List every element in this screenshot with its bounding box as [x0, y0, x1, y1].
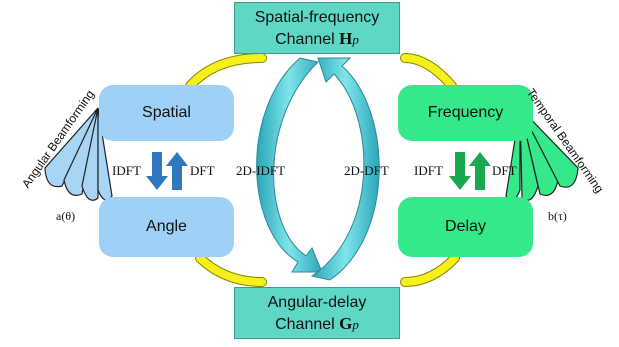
h-subscript: p — [352, 31, 359, 47]
angle-domain-box: Angle — [99, 197, 234, 257]
spatial-frequency-channel-box: Spatial-frequency Channel Hp — [234, 2, 400, 54]
center-2d-dft-label: 2D-DFT — [344, 163, 389, 178]
center-2d-idft-label: 2D-IDFT — [236, 163, 286, 178]
angular-beam-fan — [44, 107, 113, 201]
dft-2d-curved-arrow — [310, 57, 380, 281]
spatial-domain-box: Spatial — [99, 85, 234, 141]
g-subscript: p — [352, 316, 359, 332]
g-symbol: G — [339, 313, 353, 333]
angular-delay-channel-box: Angular-delay Channel Gp — [234, 287, 400, 339]
delay-domain-box: Delay — [398, 197, 533, 257]
steering-vector-b: b(τ) — [548, 209, 567, 223]
left-idft-label: IDFT — [112, 163, 141, 178]
spatial-frequency-title: Spatial-frequency — [254, 8, 380, 26]
angular-delay-title: Angular-delay — [267, 293, 367, 311]
h-symbol: H — [339, 28, 353, 48]
channel-word: Channel — [275, 30, 335, 48]
frequency-domain-box: Frequency — [398, 85, 533, 141]
left-dft-label: DFT — [190, 163, 215, 178]
left-dft-up-arrow — [166, 152, 188, 190]
right-idft-down-arrow — [449, 152, 471, 190]
angular-delay-channel-line: Channel Gp — [275, 313, 359, 335]
left-idft-down-arrow — [146, 152, 168, 190]
spatial-frequency-channel-line: Channel Hp — [275, 28, 359, 50]
channel-word: Channel — [275, 315, 335, 333]
right-dft-label: DFT — [492, 163, 517, 178]
right-dft-up-arrow — [469, 152, 491, 190]
right-idft-label: IDFT — [414, 163, 443, 178]
steering-vector-a: a(θ) — [56, 209, 76, 223]
